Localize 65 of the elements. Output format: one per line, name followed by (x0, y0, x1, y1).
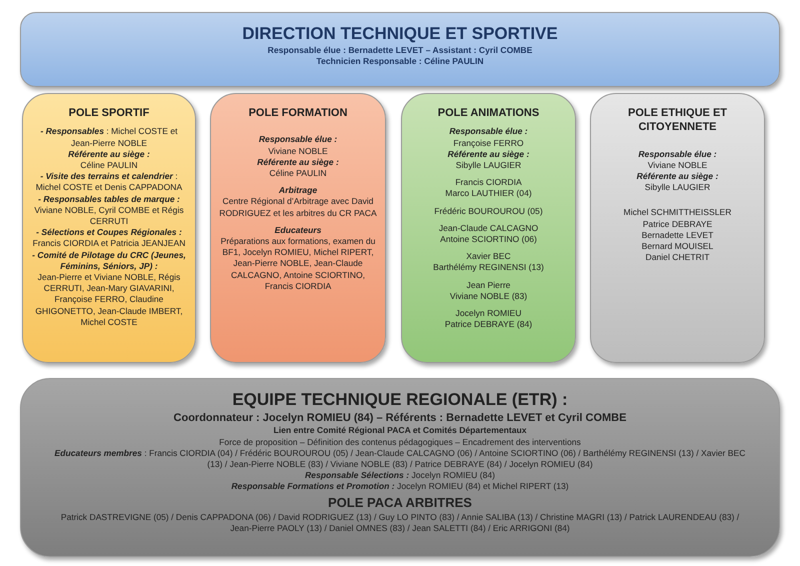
text-line: Force de proposition – Définition des contenus pédagogiques – Encadrement des interventions (218, 436, 582, 448)
text-line: Marco LAUTHIER (04) (444, 188, 533, 200)
text-line: Jean Pierre (466, 280, 512, 291)
role-label: Référente au siège : (446, 148, 530, 160)
text-line: Jean-Claude CALCAGNO (438, 222, 540, 234)
heading: POLE FORMATION (248, 106, 348, 120)
text-line: Barthélémy REGINENSI (13) (432, 262, 545, 274)
department-card (22, 93, 196, 363)
text-line: Préparations aux formations, examen du BF1, Jocelyn ROMIEU, Michel RIPERT, Jean-Pierre NOBLE, Jean-Claude CALCAGNO, Antoine SCIORTINO, Francis CIORDIA (220, 236, 376, 292)
text-line: Françoise FERRO (452, 138, 525, 149)
text-line: Lien entre Comité Régional PACA et Comités Départementaux (272, 425, 528, 437)
text-line: Patrice DEBRAYE (642, 218, 714, 230)
text-line: Bernard MOUISEL (640, 241, 714, 252)
text-line: Bernadette LEVET (640, 230, 714, 242)
text-line: Patrice DEBRAYE (84) (444, 319, 534, 330)
subheading: POLE PACA ARBITRES (327, 494, 473, 512)
role-label: - Sélections et Coupes Régionales : (35, 227, 183, 238)
text-line: Sibylle LAUGIER (644, 182, 712, 194)
heading: POLE ANIMATIONS (436, 106, 540, 120)
text-line: Viviane NOBLE (83) (448, 290, 528, 302)
text-line: Responsable Formations et Promotion : Jocelyn ROMIEU (84) et Michel RIPERT (13) (230, 481, 570, 493)
text-line: Technicien Responsable : Céline PAULIN (315, 56, 485, 68)
text-line: Michel COSTE et Denis CAPPADONA (34, 182, 184, 194)
role-label: - Comité de Pilotage du CRC (Jeunes, Féminins, Séniors, JP) : (31, 250, 187, 272)
text-line: Xavier BEC (465, 251, 512, 262)
text-line: Daniel CHETRIT (644, 252, 710, 264)
text-line: Céline PAULIN (268, 168, 328, 180)
heading: POLE SPORTIF (68, 106, 150, 120)
text-line: - Visite des terrains et calendrier : (39, 171, 179, 182)
text-line: Viviane NOBLE, Cyril COMBE et Régis CERRUTI (33, 204, 185, 228)
department-card (401, 93, 576, 363)
text-line: Jean-Pierre et Viviane NOBLE, Régis CERRUTI, Jean-Mary GIAVARINI, Françoise FERRO, Claudine GHIGONETTO, Jean-Claude IMBERT, Michel COSTE (34, 272, 184, 328)
role-label: Responsable élue : (637, 148, 718, 160)
role-label: Référente au siège : (256, 156, 340, 168)
text-line: Antoine SCIORTINO (06) (439, 234, 538, 246)
text-line: - Responsables : Michel COSTE et Jean-Pierre NOBLE (39, 126, 179, 149)
heading: EQUIPE TECHNIQUE REGIONALE (ETR) : (231, 389, 569, 411)
department-card (210, 93, 386, 363)
text-line: Centre Régional d’Arbitrage avec David RODRIGUEZ et les arbitres du CR PACA (218, 196, 378, 219)
text-line: Jocelyn ROMIEU (454, 308, 522, 320)
text-line: Patrick DASTREVIGNE (05) / Denis CAPPADONA (06) / David RODRIGUEZ (13) / Guy LO PINTO (83) / Annie SALIBA (13) / Christine MAGRI (13) / Patrick LAURENDEAU (83) / Jean-Pierre PAOLY (13) / Daniel OMNES (83) / Jean SALETTI (84) / Eric ARRIGONI (84) (60, 512, 740, 534)
text-line: Viviane NOBLE (267, 146, 329, 157)
text-line: Frédéric BOUROUROU (05) (433, 206, 544, 217)
department-card (590, 93, 765, 363)
text-line: Sibylle LAUGIER (454, 160, 522, 172)
role-label: Responsable élue : (258, 134, 338, 146)
text-line: Michel SCHMITTHEISSLER (622, 207, 732, 219)
text-line: Viviane NOBLE (646, 160, 708, 171)
role-label: - Responsables tables de marque : (37, 194, 181, 205)
heading: DIRECTION TECHNIQUE ET SPORTIVE (241, 23, 559, 45)
role-label: Educateurs (274, 224, 322, 236)
role-label: Arbitrage (278, 185, 318, 196)
text-line: Francis CIORDIA et Patricia JEANJEAN (32, 238, 186, 250)
role-label: Référente au siège : (636, 171, 720, 182)
role-label: Référente au siège : (67, 148, 151, 160)
team-panel (20, 378, 780, 557)
header-panel (20, 12, 780, 87)
text-line: Responsable élue : Bernadette LEVET – Assistant : Cyril COMBE (266, 45, 534, 56)
text-line: Responsable Sélections : Jocelyn ROMIEU (84) (304, 470, 496, 482)
text-line: Francis CIORDIA (454, 177, 523, 188)
role-label: Responsable élue : (448, 126, 529, 138)
text-line: Céline PAULIN (79, 160, 139, 172)
text-line: Coordonnateur : Jocelyn ROMIEU (84) – Référents : Bernadette LEVET et Cyril COMBE (172, 411, 628, 426)
text-line: Educateurs membres : Francis CIORDIA (04) / Frédéric BOUROUROU (05) / Jean-Claude CALCAGNO (06) / Antoine SCIORTINO (06) / Barthélémy REGINENSI (13) / Xavier BEC (13) / Jean-Pierre NOBLE (83) / Viviane NOBLE (83) / Patrice DEBRAYE (84) / Jocelyn ROMIEU (84) (54, 448, 746, 470)
heading: POLE ETHIQUE ET CITOYENNETE (626, 106, 728, 135)
